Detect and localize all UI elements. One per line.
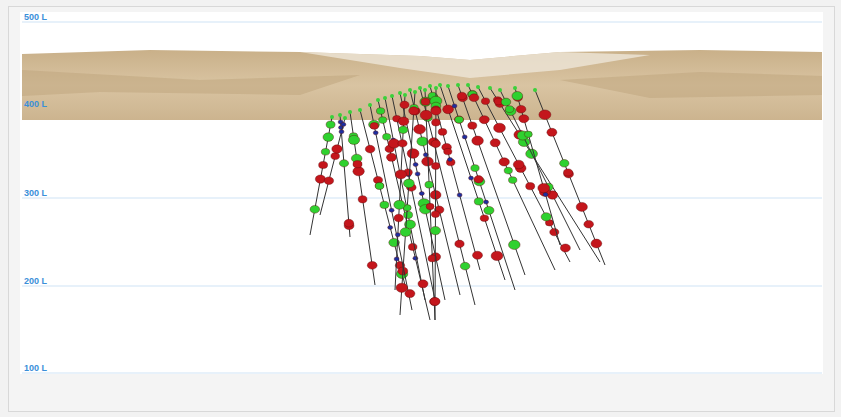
level-label: 100 L bbox=[24, 363, 47, 373]
level-label: 400 L bbox=[24, 99, 47, 109]
drill-holes bbox=[310, 83, 605, 320]
level-lines bbox=[22, 22, 822, 373]
level-label: 200 L bbox=[24, 276, 47, 286]
topography-shade bbox=[22, 70, 822, 98]
topography-highlight bbox=[300, 52, 650, 78]
level-label: 500 L bbox=[24, 12, 47, 22]
topography-band bbox=[22, 50, 822, 120]
level-label: 300 L bbox=[24, 188, 47, 198]
